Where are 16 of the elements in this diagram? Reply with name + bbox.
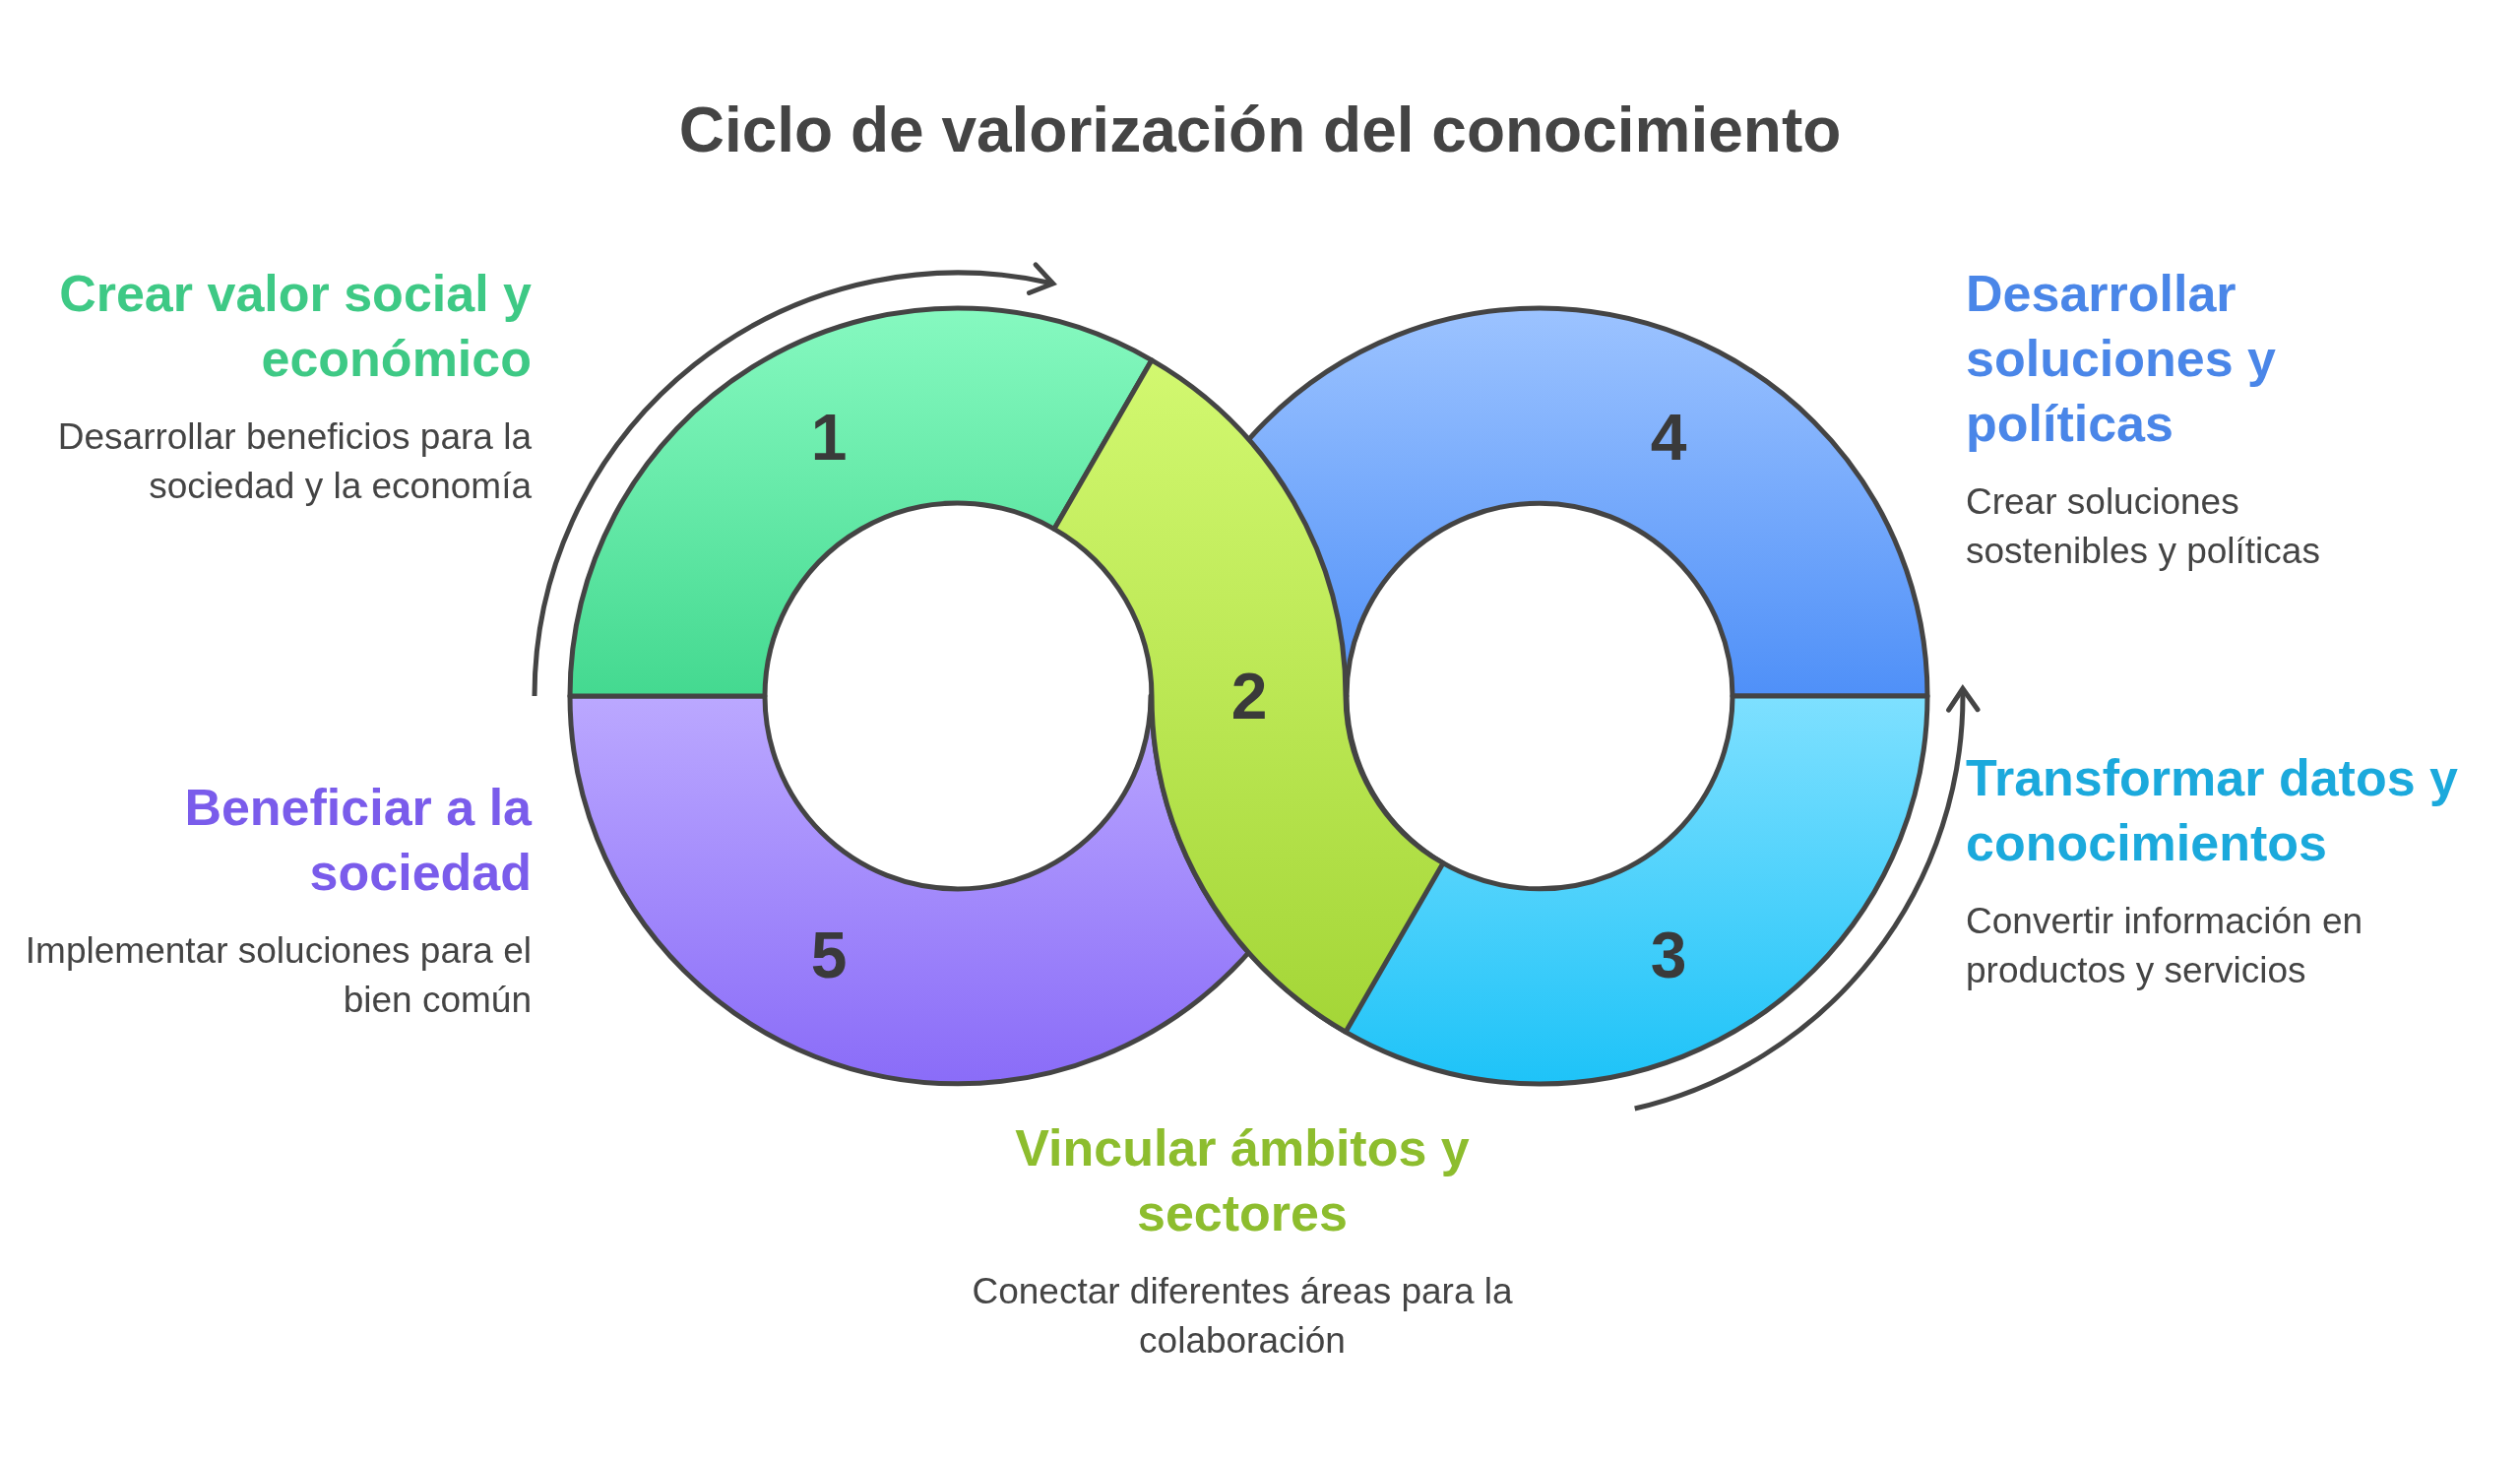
- step-heading: Vincular ámbitos y sectores: [1014, 1118, 1471, 1243]
- step-heading: Beneficiar a la sociedad: [183, 778, 532, 903]
- step-number: 3: [1650, 918, 1687, 992]
- step-number: 5: [810, 918, 848, 992]
- step-number: 2: [1230, 659, 1268, 733]
- diagram-title: Ciclo de valorización del conocimiento: [677, 94, 1843, 166]
- step-description: Conectar diferentes áreas para la colaboración: [971, 1270, 1514, 1363]
- step-heading: Desarrollar soluciones y políticas: [1966, 264, 2277, 454]
- step-description: Convertir información en productos y servicios: [1966, 900, 2364, 992]
- step-heading: Crear valor social y económico: [58, 264, 532, 389]
- step-description: Desarrollar beneficios para la sociedad y la economía: [56, 415, 532, 508]
- step-number: 4: [1650, 400, 1687, 475]
- step-description: Implementar soluciones para el bien común: [24, 929, 532, 1022]
- step-heading: Transformar datos y conocimientos: [1966, 748, 2459, 873]
- step-description: Crear soluciones sostenibles y políticas: [1966, 480, 2321, 573]
- step-number: 1: [810, 400, 848, 475]
